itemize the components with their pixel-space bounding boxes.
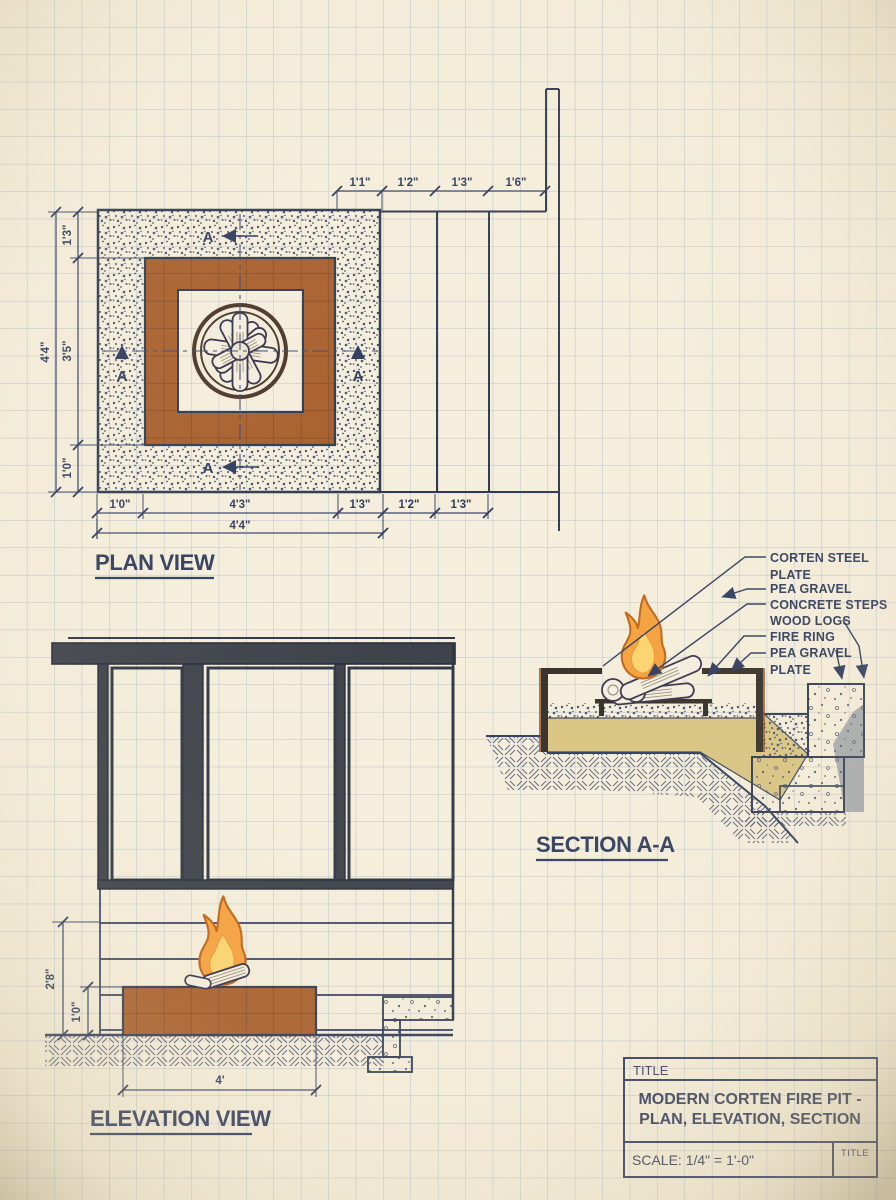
section-marker-letter: A	[353, 368, 364, 385]
dim-label: 2'8"	[45, 969, 57, 990]
callout-wood-logs: WOOD LOGS	[770, 614, 851, 628]
dim-label: 1'0"	[71, 1002, 83, 1023]
dim-label: 4'4"	[40, 342, 52, 363]
dim-label: 1'0"	[110, 499, 131, 511]
section-view-title: SECTION A-A	[536, 832, 675, 857]
dim-label: 4'3"	[230, 499, 251, 511]
dim-label: 1'1"	[350, 177, 371, 189]
dim-label: 1'0"	[62, 458, 74, 479]
scale-note: SCALE: 1/4" = 1'-0"	[632, 1152, 754, 1168]
dim-label: 1'6"	[506, 177, 527, 189]
callout-corten-steel-plate: CORTEN STEEL	[770, 551, 869, 565]
callout-pea-gravel-plate: PLATE	[770, 663, 811, 677]
dim-label: 4'4"	[230, 520, 251, 532]
dim-label: 1'3"	[451, 499, 472, 511]
section-marker-letter: A	[203, 460, 214, 477]
section-marker-letter: A	[203, 229, 214, 246]
dim-label: 1'3"	[452, 177, 473, 189]
dim-label: 3'5"	[62, 341, 74, 362]
callout-pea-gravel-plate: PEA GRAVEL	[770, 646, 852, 660]
dim-label: 1'2"	[399, 499, 420, 511]
drawing-title-line1: MODERN CORTEN FIRE PIT -	[638, 1091, 861, 1108]
dim-label: 4'	[215, 1075, 224, 1087]
dim-label: 1'2"	[398, 177, 419, 189]
callout-pea-gravel: PEA GRAVEL	[770, 582, 852, 596]
title-block-label: TITLE	[633, 1063, 669, 1078]
dim-label: 1'3"	[62, 225, 74, 246]
callout-corten-steel-plate: PLATE	[770, 568, 811, 582]
title-block-corner-label: TITLE	[841, 1148, 869, 1159]
section-gravel-pocket	[762, 713, 808, 757]
drawing-title-line2: PLAN, ELEVATION, SECTION	[639, 1111, 861, 1128]
elevation-view-title: ELEVATION VIEW	[90, 1106, 271, 1131]
plan-view-title: PLAN VIEW	[95, 550, 215, 575]
section-marker-letter: A	[117, 368, 128, 385]
dim-label: 1'3"	[350, 499, 371, 511]
callout-concrete-steps: CONCRETE STEPS	[770, 598, 887, 612]
callout-fire-ring: FIRE RING	[770, 630, 835, 644]
elevation-corten-pit	[121, 985, 318, 1037]
